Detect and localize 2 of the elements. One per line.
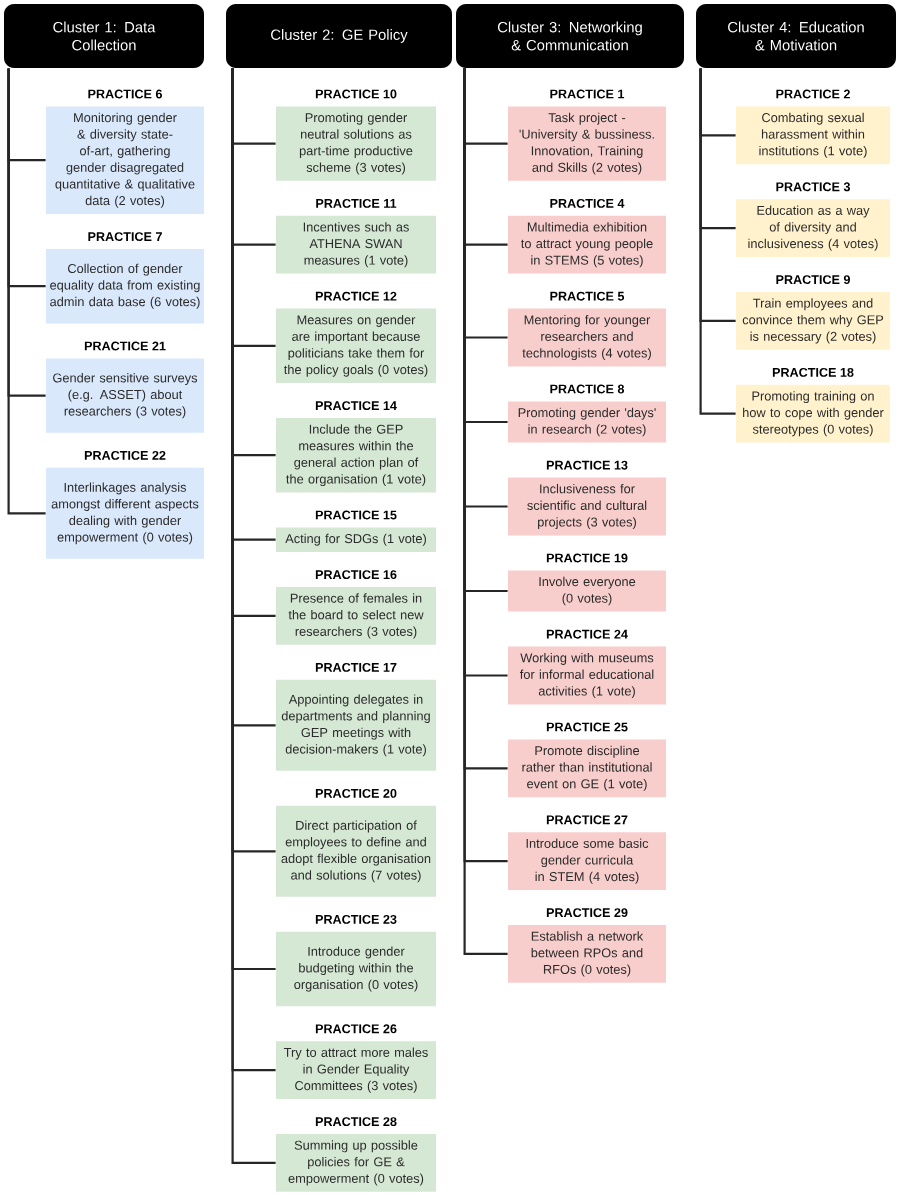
connector-line: [7, 68, 46, 515]
connector-line: [699, 68, 736, 415]
